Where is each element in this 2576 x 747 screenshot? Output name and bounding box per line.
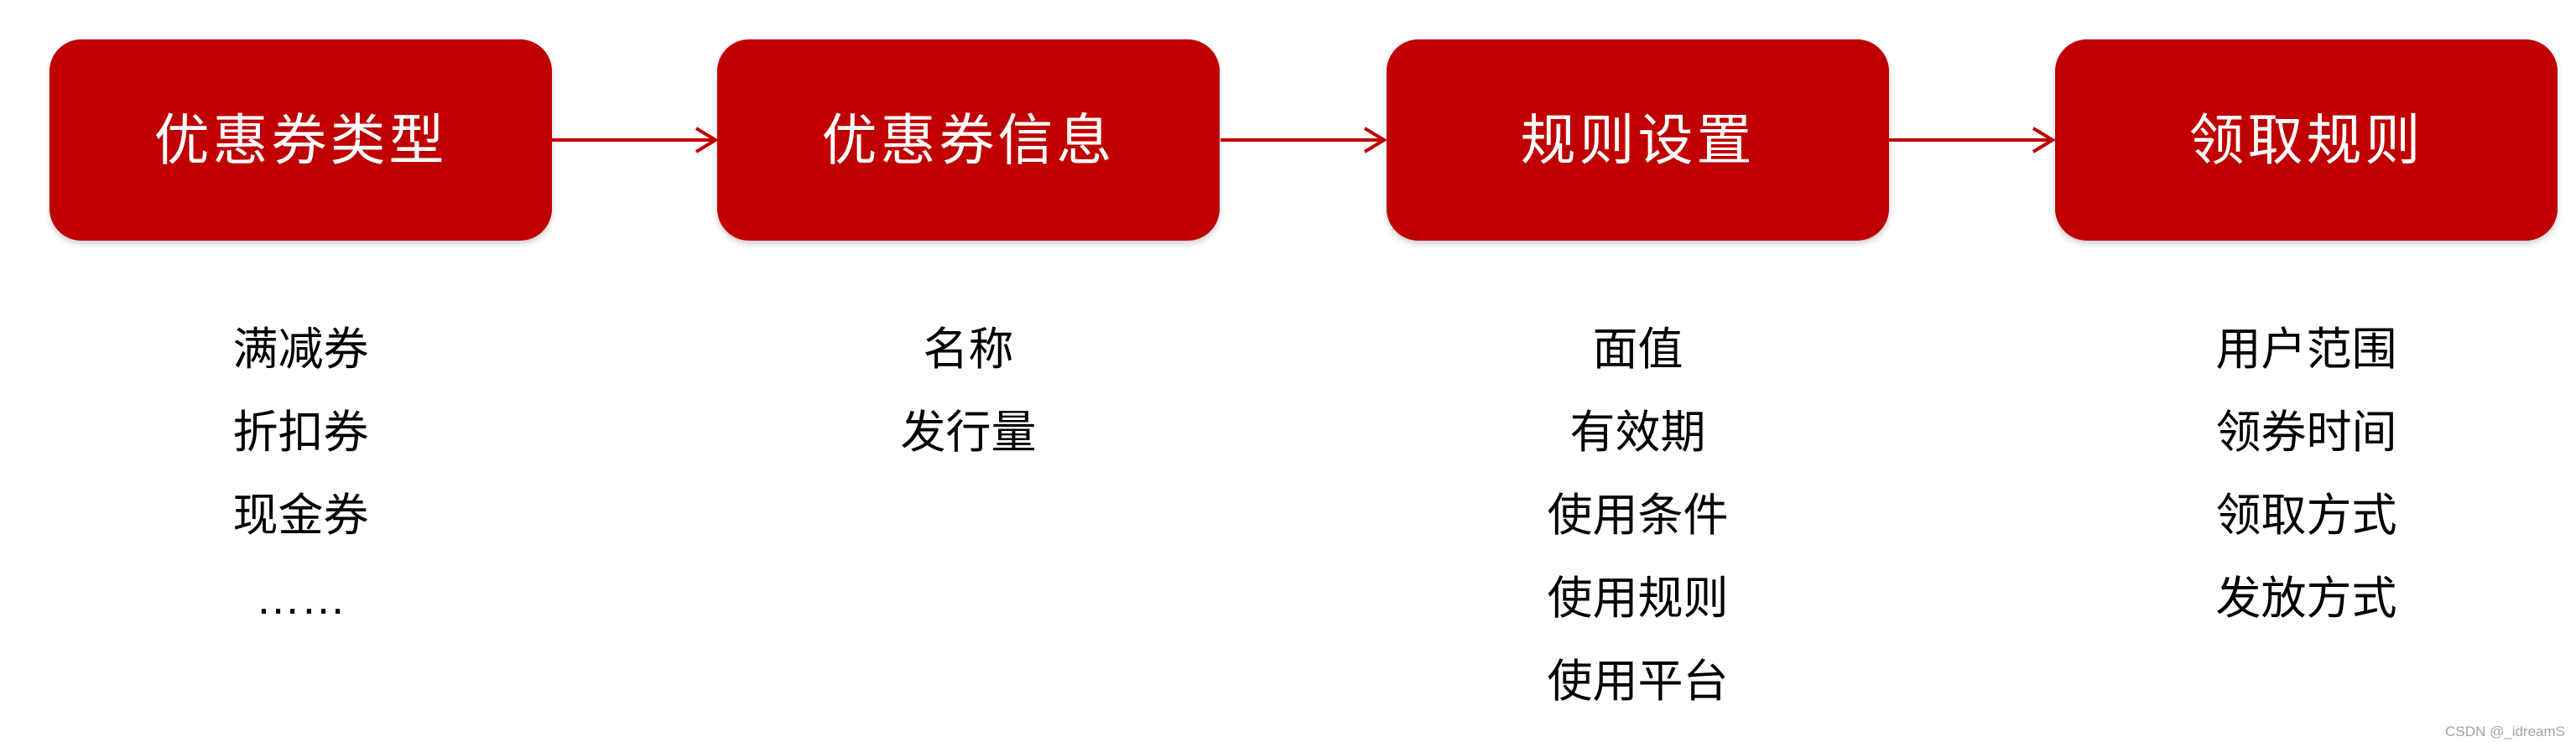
list-item: 有效期: [1569, 407, 1706, 458]
list-item: 名称: [923, 324, 1014, 375]
list-item: 满减券: [232, 324, 369, 375]
flow-step-items-claim-rule: 用户范围 领券时间 领取方式 发放方式: [2055, 309, 2558, 641]
list-item: 领券时间: [2215, 407, 2397, 458]
flow-step-box-claim-rule: 领取规则: [2055, 39, 2558, 241]
flow-step-box-coupon-info: 优惠券信息: [717, 39, 1220, 241]
flow-step-title: 规则设置: [1520, 109, 1756, 171]
list-item: 领取方式: [2215, 490, 2397, 541]
flow-step-title: 领取规则: [2188, 109, 2424, 171]
flow-step-box-rule-setting: 规则设置: [1387, 39, 1889, 241]
flow-step-items-rule-setting: 面值 有效期 使用条件 使用规则 使用平台: [1387, 309, 1889, 724]
list-item: 现金券: [232, 490, 369, 541]
list-item: 发行量: [900, 407, 1037, 458]
list-item: 发放方式: [2215, 573, 2397, 624]
list-item: 使用平台: [1547, 656, 1729, 707]
flow-step-items-coupon-type: 满减券 折扣券 现金券 ……: [49, 309, 552, 641]
flow-step-box-coupon-type: 优惠券类型: [49, 39, 552, 241]
csdn-watermark: CSDN @_idreamS: [2445, 724, 2565, 739]
flow-step-title: 优惠券类型: [154, 109, 448, 171]
list-item-ellipsis: ……: [255, 573, 346, 624]
right-arrow-icon: [1220, 127, 1387, 153]
list-item: 面值: [1592, 324, 1684, 375]
list-item: 折扣券: [232, 407, 369, 458]
list-item: 使用规则: [1547, 573, 1729, 624]
list-item: 使用条件: [1547, 490, 1729, 541]
flow-step-items-coupon-info: 名称 发行量: [717, 309, 1220, 475]
right-arrow-icon: [1889, 127, 2055, 153]
right-arrow-icon: [552, 127, 718, 153]
list-item: 用户范围: [2215, 324, 2397, 375]
flow-step-title: 优惠券信息: [821, 109, 1116, 171]
